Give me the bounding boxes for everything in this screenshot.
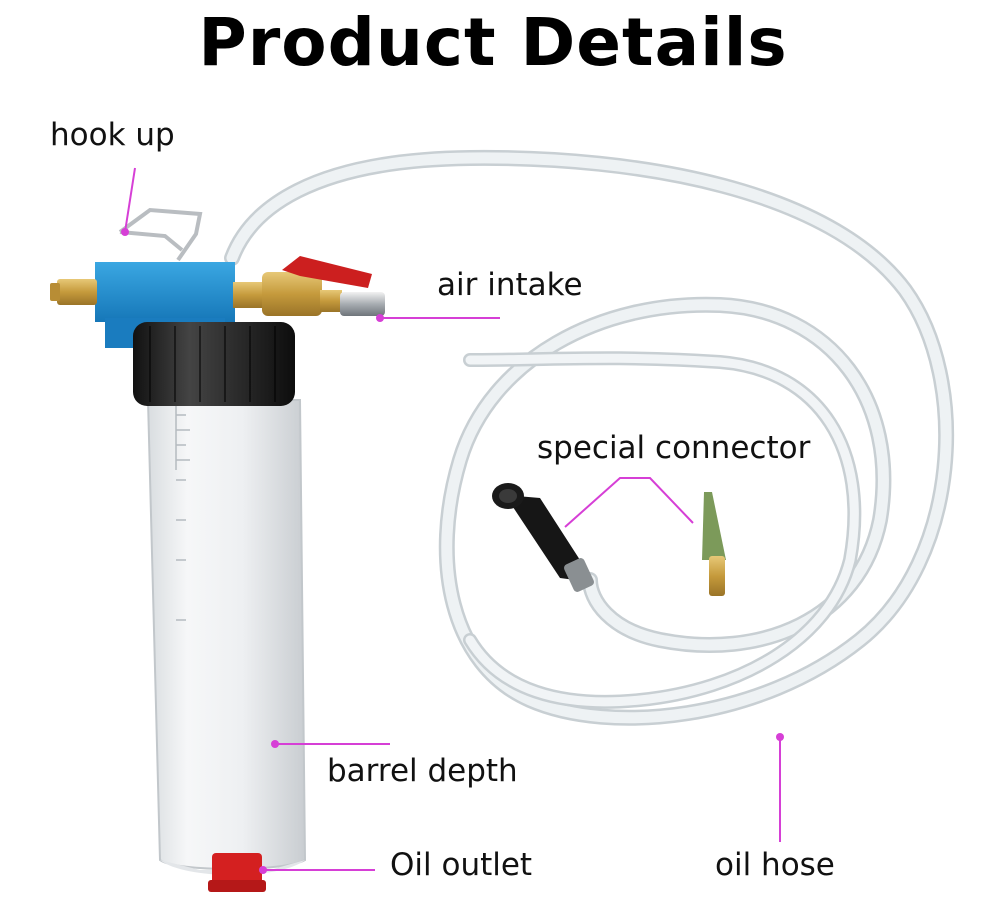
oil-hose-coil <box>224 149 955 726</box>
callout-lines <box>124 167 781 871</box>
oil-hose-label: oil hose <box>715 847 835 883</box>
hook-up-label: hook up <box>50 117 175 153</box>
air-intake-label: air intake <box>437 267 583 303</box>
special-connector-tip <box>702 492 726 596</box>
hook-wire <box>118 207 203 262</box>
barrel-cap <box>133 322 295 406</box>
hook-up-callout-line <box>124 167 136 233</box>
special-connector-label: special connector <box>537 430 811 466</box>
page-title: Product Details <box>198 4 788 81</box>
special-connector-callout-line <box>564 477 694 528</box>
special-connector-elbow <box>492 483 594 592</box>
oil-outlet-label: Oil outlet <box>390 847 533 883</box>
oil-outlet-cap <box>208 853 266 892</box>
barrel: 300 <box>146 385 307 875</box>
barrel-depth-label: barrel depth <box>327 753 518 789</box>
